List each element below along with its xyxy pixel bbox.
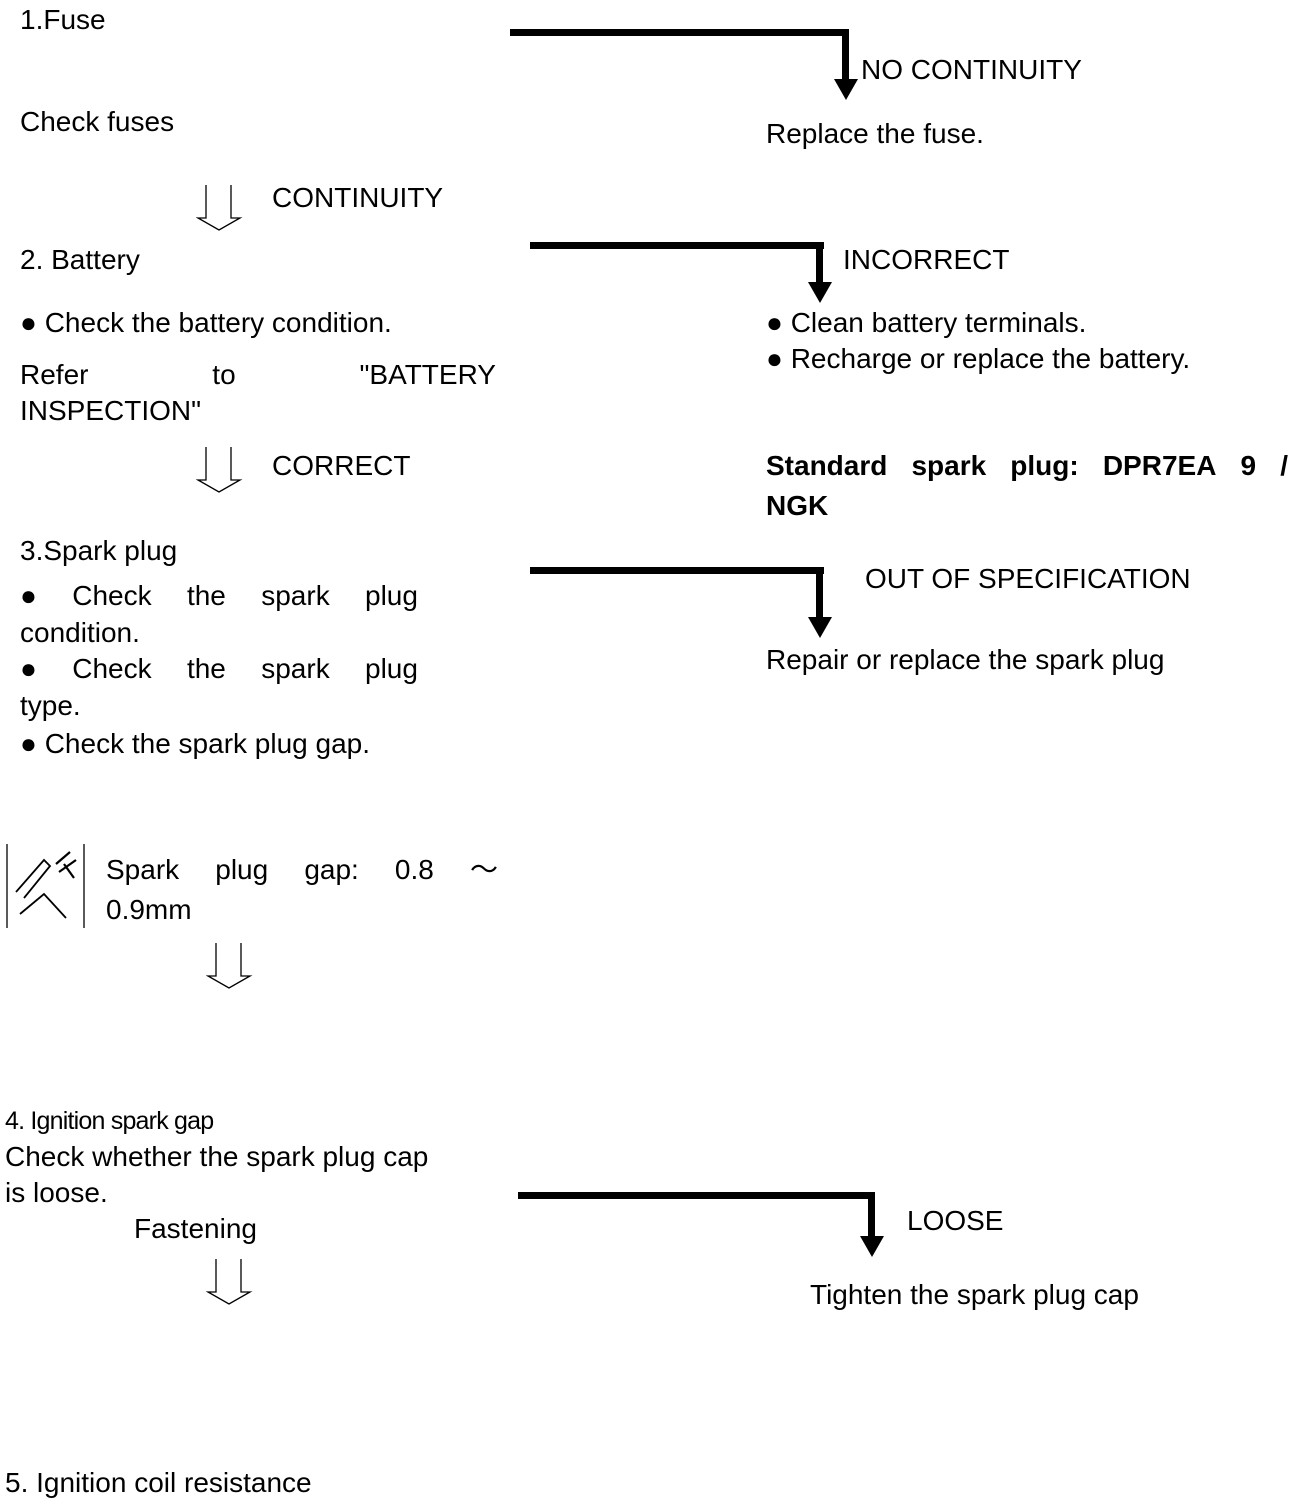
step3-remedy: Repair or replace the spark plug	[766, 644, 1165, 675]
branch-line-4	[518, 1192, 875, 1199]
step4-action-l2: is loose.	[5, 1177, 108, 1208]
flow-arrow-3	[206, 943, 253, 989]
step3-check-gap: ● Check the spark plug gap.	[20, 728, 371, 759]
feeler-gauge-icon	[6, 844, 85, 928]
step2-title: 2. Battery	[20, 244, 140, 275]
step4-pass-label: Fastening	[134, 1213, 257, 1244]
step2-remedy-2: ● Recharge or replace the battery.	[766, 343, 1191, 374]
step2-remedy-1: ● Clean battery terminals.	[766, 307, 1087, 338]
step4-fail-label: LOOSE	[907, 1205, 1004, 1236]
step4-title: 4. Ignition spark gap	[5, 1107, 214, 1135]
step2-fail-label: INCORRECT	[843, 244, 1010, 275]
down-arrow-4	[860, 1192, 884, 1257]
down-arrow-1	[834, 29, 858, 100]
flow-arrow-2	[196, 447, 243, 493]
step1-fail-label: NO CONTINUITY	[861, 54, 1082, 85]
spark-plug-spec-line2: NGK	[766, 490, 829, 521]
down-arrow-3	[808, 567, 832, 638]
step1-pass-label: CONTINUITY	[272, 182, 444, 213]
step4-action-l1: Check whether the spark plug cap	[5, 1141, 429, 1172]
step2-check: ● Check the battery condition.	[20, 307, 392, 338]
step2-refer-line2: INSPECTION"	[20, 395, 202, 426]
step3-check-type-l2: type.	[20, 690, 81, 721]
step1-action: Check fuses	[20, 106, 175, 137]
flow-arrow-1	[196, 185, 243, 231]
branch-line-3	[530, 567, 824, 574]
step3-title: 3.Spark plug	[20, 535, 178, 566]
step4-remedy: Tighten the spark plug cap	[810, 1279, 1139, 1310]
spark-plug-gap-spec-l2: 0.9mm	[106, 894, 192, 925]
step1-title: 1.Fuse	[20, 4, 106, 35]
step5-title: 5. Ignition coil resistance	[5, 1467, 312, 1498]
flow-arrow-4	[206, 1259, 253, 1305]
branch-line-1	[510, 29, 849, 36]
step3-check-condition-l2: condition.	[20, 617, 140, 648]
step1-remedy: Replace the fuse.	[766, 118, 984, 149]
step3-fail-label: OUT OF SPECIFICATION	[865, 563, 1191, 594]
down-arrow-2	[808, 242, 832, 303]
step2-pass-label: CORRECT	[272, 450, 411, 481]
branch-line-2	[530, 242, 824, 249]
